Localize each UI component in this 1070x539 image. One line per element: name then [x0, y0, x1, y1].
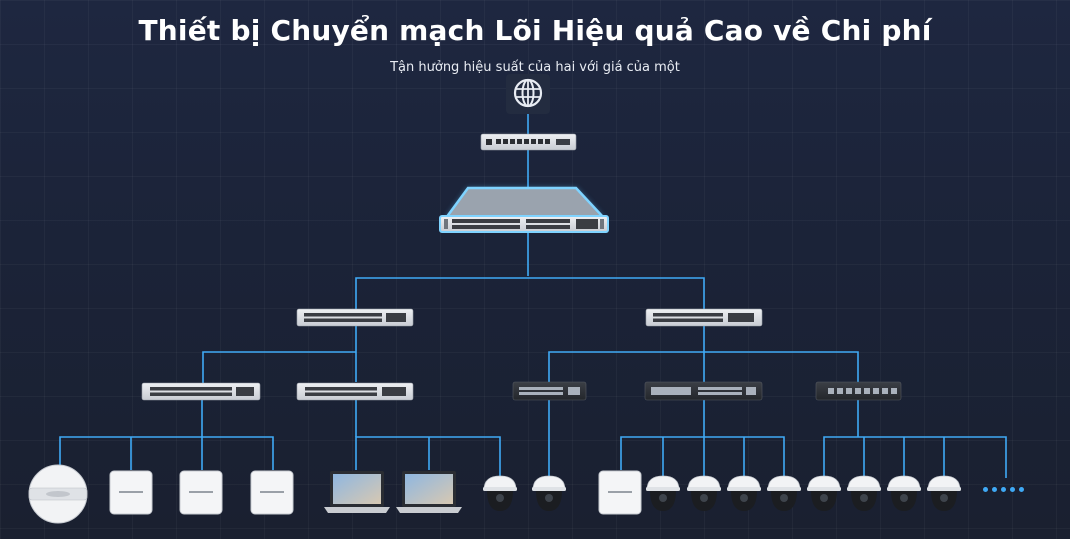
ceiling-ap-icon-2 [179, 470, 223, 515]
dome-camera-icon-9 [887, 475, 921, 511]
dome-camera-icon-7 [807, 475, 841, 511]
dome-camera-icon-2 [532, 475, 566, 511]
access-switch-d [644, 381, 763, 401]
router-icon [480, 133, 577, 151]
links [59, 112, 1007, 478]
link-agg-right-access-c [548, 326, 705, 382]
laptop-icon-2 [396, 471, 462, 513]
more-devices-dot-5 [1019, 487, 1024, 492]
aggregation-switch-right [645, 308, 763, 327]
dome-camera-icon-1 [483, 475, 517, 511]
dome-camera-icon-10 [927, 475, 961, 511]
ceiling-ap-icon-3 [250, 470, 294, 515]
link-agg-right-access-e [704, 351, 859, 382]
access-switch-e [815, 381, 902, 401]
link-access-b-endpoints [355, 436, 501, 478]
globe-icon [506, 74, 550, 114]
ceiling-ap-icon-1 [109, 470, 153, 515]
dome-camera-icon-6 [767, 475, 801, 511]
dome-cameras [483, 475, 961, 511]
access-switch-c [512, 381, 587, 401]
link-access-d-endpoints [620, 436, 785, 478]
ceiling-ap-icon-4 [598, 470, 642, 515]
laptop-icon-1 [324, 471, 390, 513]
aggregation-switch-left [296, 308, 414, 327]
outdoor-ap-icon [28, 464, 88, 524]
page-title: Thiết bị Chuyển mạch Lõi Hiệu quả Cao về… [138, 14, 932, 47]
more-devices-dot-1 [983, 487, 988, 492]
link-access-e-endpoints [823, 436, 1007, 478]
more-devices-dot-4 [1010, 487, 1015, 492]
link-agg-left-access-a [202, 351, 356, 392]
link-core-aggregation [355, 277, 705, 310]
page-subtitle: Tận hưởng hiệu suất của hai với giá của … [390, 60, 680, 75]
dome-camera-icon-4 [687, 475, 721, 511]
access-switch-b [296, 382, 414, 401]
dome-camera-icon-5 [727, 475, 761, 511]
access-switch-a [141, 382, 261, 401]
dome-camera-icon-8 [847, 475, 881, 511]
more-devices-dot-3 [1001, 487, 1006, 492]
core-switch-icon [439, 186, 609, 233]
link-access-a-aps [59, 436, 274, 478]
dome-camera-icon-3 [646, 475, 680, 511]
more-devices-dot-2 [992, 487, 997, 492]
